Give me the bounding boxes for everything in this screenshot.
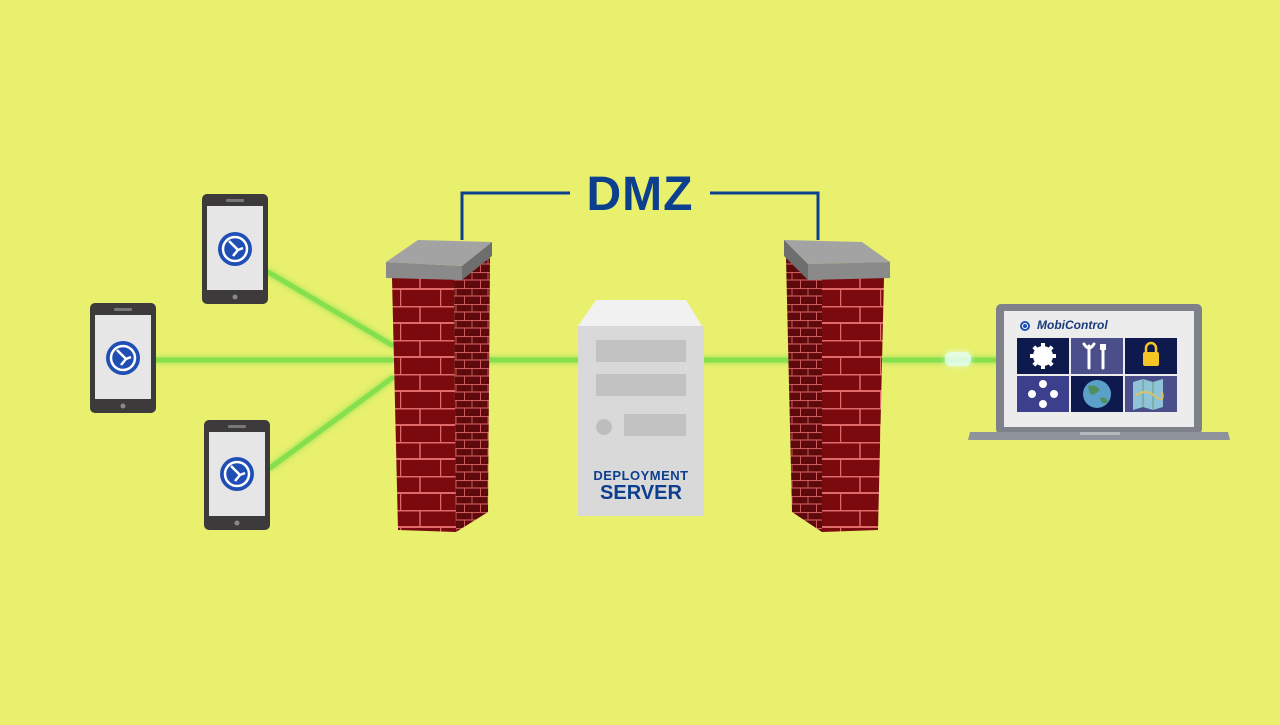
dmz-label: DMZ <box>570 165 710 225</box>
dots-icon <box>1028 380 1058 408</box>
console-logo-icon <box>1020 321 1030 331</box>
firewall-right <box>784 240 890 532</box>
management-console <box>968 304 1230 440</box>
tools-tile <box>1071 338 1123 374</box>
deployment-server <box>578 300 704 516</box>
gear-icon <box>1030 343 1056 369</box>
phone-bottom <box>204 420 270 530</box>
connections <box>153 269 1001 471</box>
app-logo-icon <box>220 457 254 491</box>
phone-middle <box>90 303 156 413</box>
globe-icon <box>1083 380 1111 408</box>
connection-phone-bottom <box>267 375 395 471</box>
server-label-line2: SERVER <box>600 482 682 504</box>
console-title: MobiControl <box>1037 318 1108 332</box>
map-icon <box>1133 379 1164 410</box>
lock-icon <box>1143 341 1159 366</box>
firewall-left <box>386 240 492 532</box>
phone-top <box>202 194 268 304</box>
connection-phone-top <box>265 269 395 348</box>
connection-packet <box>945 352 971 366</box>
console-tiles <box>1017 338 1177 412</box>
tools-icon <box>1082 342 1106 370</box>
server-label-line1: DEPLOYMENT <box>593 468 689 483</box>
app-logo-icon <box>218 232 252 266</box>
app-logo-icon <box>106 341 140 375</box>
